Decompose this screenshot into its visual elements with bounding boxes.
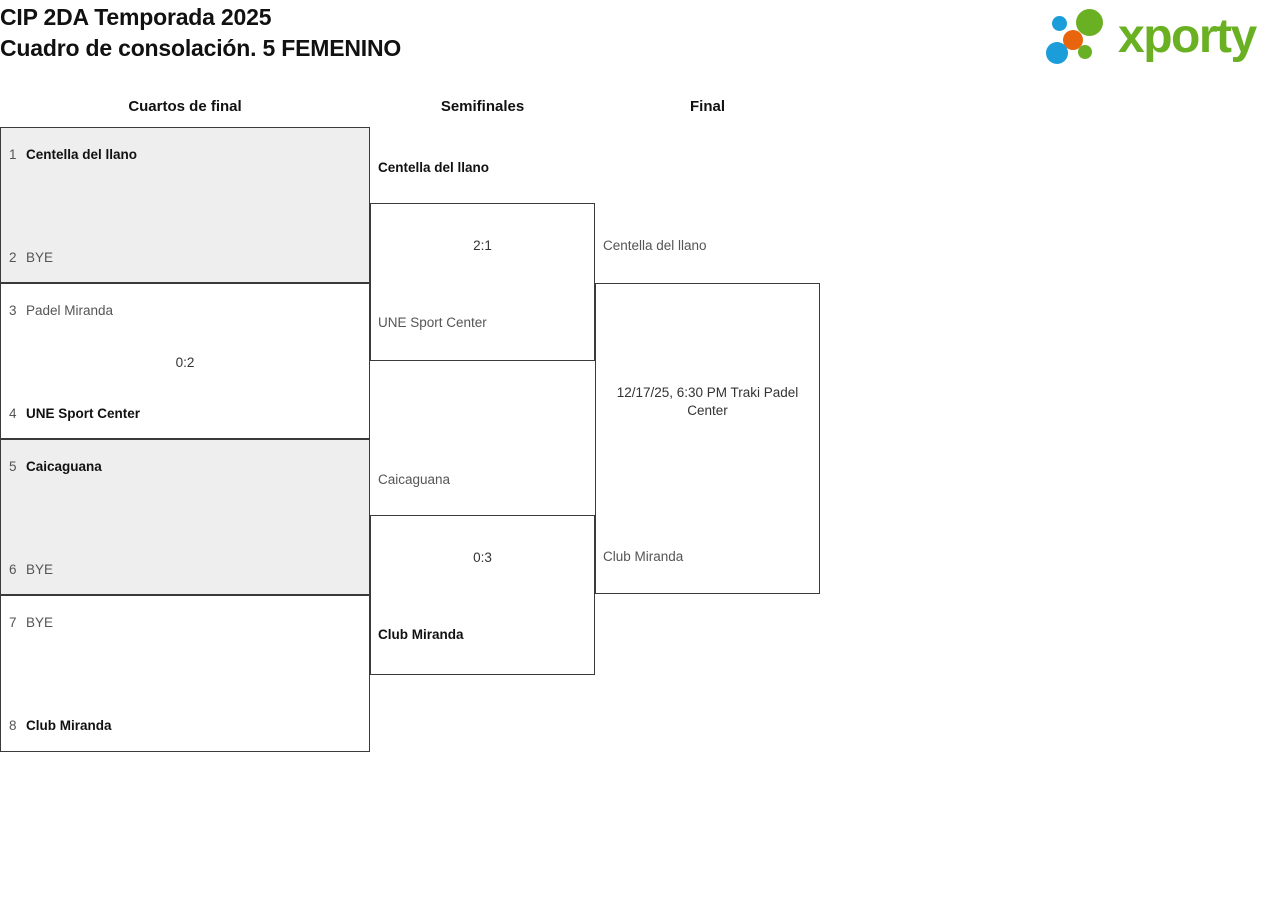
team-name: BYE [26, 250, 54, 265]
round-header-semifinals: Semifinales [440, 98, 525, 115]
team-name: Centella del llano [378, 160, 490, 175]
round-header-quarterfinals: Cuartos de final [128, 98, 242, 115]
team-name: Padel Miranda [26, 303, 114, 318]
seed-number: 2 [9, 250, 17, 265]
team-name: Caicaguana [378, 472, 451, 487]
seed-number: 5 [9, 459, 17, 474]
match-qf4-competitor-bottom[interactable]: 8 Club Miranda [1, 717, 369, 735]
team-name: BYE [26, 615, 54, 630]
match-qf2-score: 0:2 [175, 355, 195, 370]
logo-dots-icon [1046, 6, 1116, 68]
match-sf1[interactable]: Centella del llano 2:1 UNE Sport Center [370, 160, 595, 361]
match-sf1-competitor-top[interactable]: Centella del llano [371, 159, 594, 177]
match-sf1-competitor-bottom[interactable]: UNE Sport Center [371, 314, 594, 332]
match-sf2-score: 0:3 [473, 550, 492, 565]
match-final-schedule: 12/17/25, 6:30 PM Traki Padel Center [616, 385, 799, 418]
team-name: UNE Sport Center [378, 315, 487, 330]
xporty-logo: xporty [1046, 6, 1274, 68]
match-qf2-competitor-top[interactable]: 3 Padel Miranda [1, 302, 369, 320]
match-qf4-competitor-top[interactable]: 7 BYE [1, 614, 369, 632]
match-qf3-competitor-top[interactable]: 5 Caicaguana [1, 458, 369, 476]
match-qf1-competitor-bottom[interactable]: 2 BYE [1, 249, 369, 267]
team-name: Club Miranda [378, 627, 464, 642]
logo-dot-green-small [1078, 45, 1092, 59]
seed-number: 7 [9, 615, 17, 630]
match-sf2[interactable]: Caicaguana 0:3 Club Miranda [370, 472, 595, 675]
match-qf3-competitor-bottom[interactable]: 6 BYE [1, 561, 369, 579]
team-name: BYE [26, 562, 54, 577]
page-title-text: CIP 2DA Temporada 2025 Cuadro de consola… [0, 4, 402, 61]
team-name: Caicaguana [26, 459, 102, 474]
round-header-final: Final [689, 98, 725, 115]
match-sf2-competitor-bottom[interactable]: Club Miranda [371, 626, 594, 644]
page-title: CIP 2DA Temporada 2025 Cuadro de consola… [0, 2, 401, 64]
logo-wordmark: xporty [1118, 10, 1257, 63]
match-qf2-competitor-bottom[interactable]: 4 UNE Sport Center [1, 405, 369, 423]
seed-number: 6 [9, 562, 17, 577]
match-qf1-competitor-top[interactable]: 1 Centella del llano [1, 146, 369, 164]
match-sf1-score: 2:1 [473, 238, 492, 253]
match-final-competitor-top[interactable]: Centella del llano [596, 237, 819, 255]
match-qf4[interactable]: 7 BYE 8 Club Miranda [0, 595, 370, 752]
seed-number: 1 [9, 147, 17, 162]
team-name: Club Miranda [603, 549, 684, 564]
match-final[interactable]: Centella del llano 12/17/25, 6:30 PM Tra… [595, 238, 820, 594]
seed-number: 3 [9, 303, 17, 318]
match-qf3[interactable]: 5 Caicaguana 6 BYE [0, 439, 370, 595]
team-name: Centella del llano [26, 147, 138, 162]
match-final-competitor-bottom[interactable]: Club Miranda [596, 548, 819, 566]
team-name: Centella del llano [603, 238, 707, 253]
logo-dot-blue-large [1046, 42, 1068, 64]
team-name: Club Miranda [26, 718, 112, 733]
match-qf2[interactable]: 3 Padel Miranda 0:2 4 UNE Sport Center [0, 283, 370, 439]
team-name: UNE Sport Center [26, 406, 141, 421]
page-header: CIP 2DA Temporada 2025 Cuadro de consola… [0, 0, 1280, 78]
seed-number: 8 [9, 718, 17, 733]
logo-dot-blue-small [1052, 16, 1067, 31]
match-sf2-competitor-top[interactable]: Caicaguana [371, 471, 594, 489]
match-qf1[interactable]: 1 Centella del llano 2 BYE [0, 127, 370, 283]
seed-number: 4 [9, 406, 17, 421]
logo-dot-orange [1063, 30, 1083, 50]
logo-dot-green-large [1076, 9, 1103, 36]
